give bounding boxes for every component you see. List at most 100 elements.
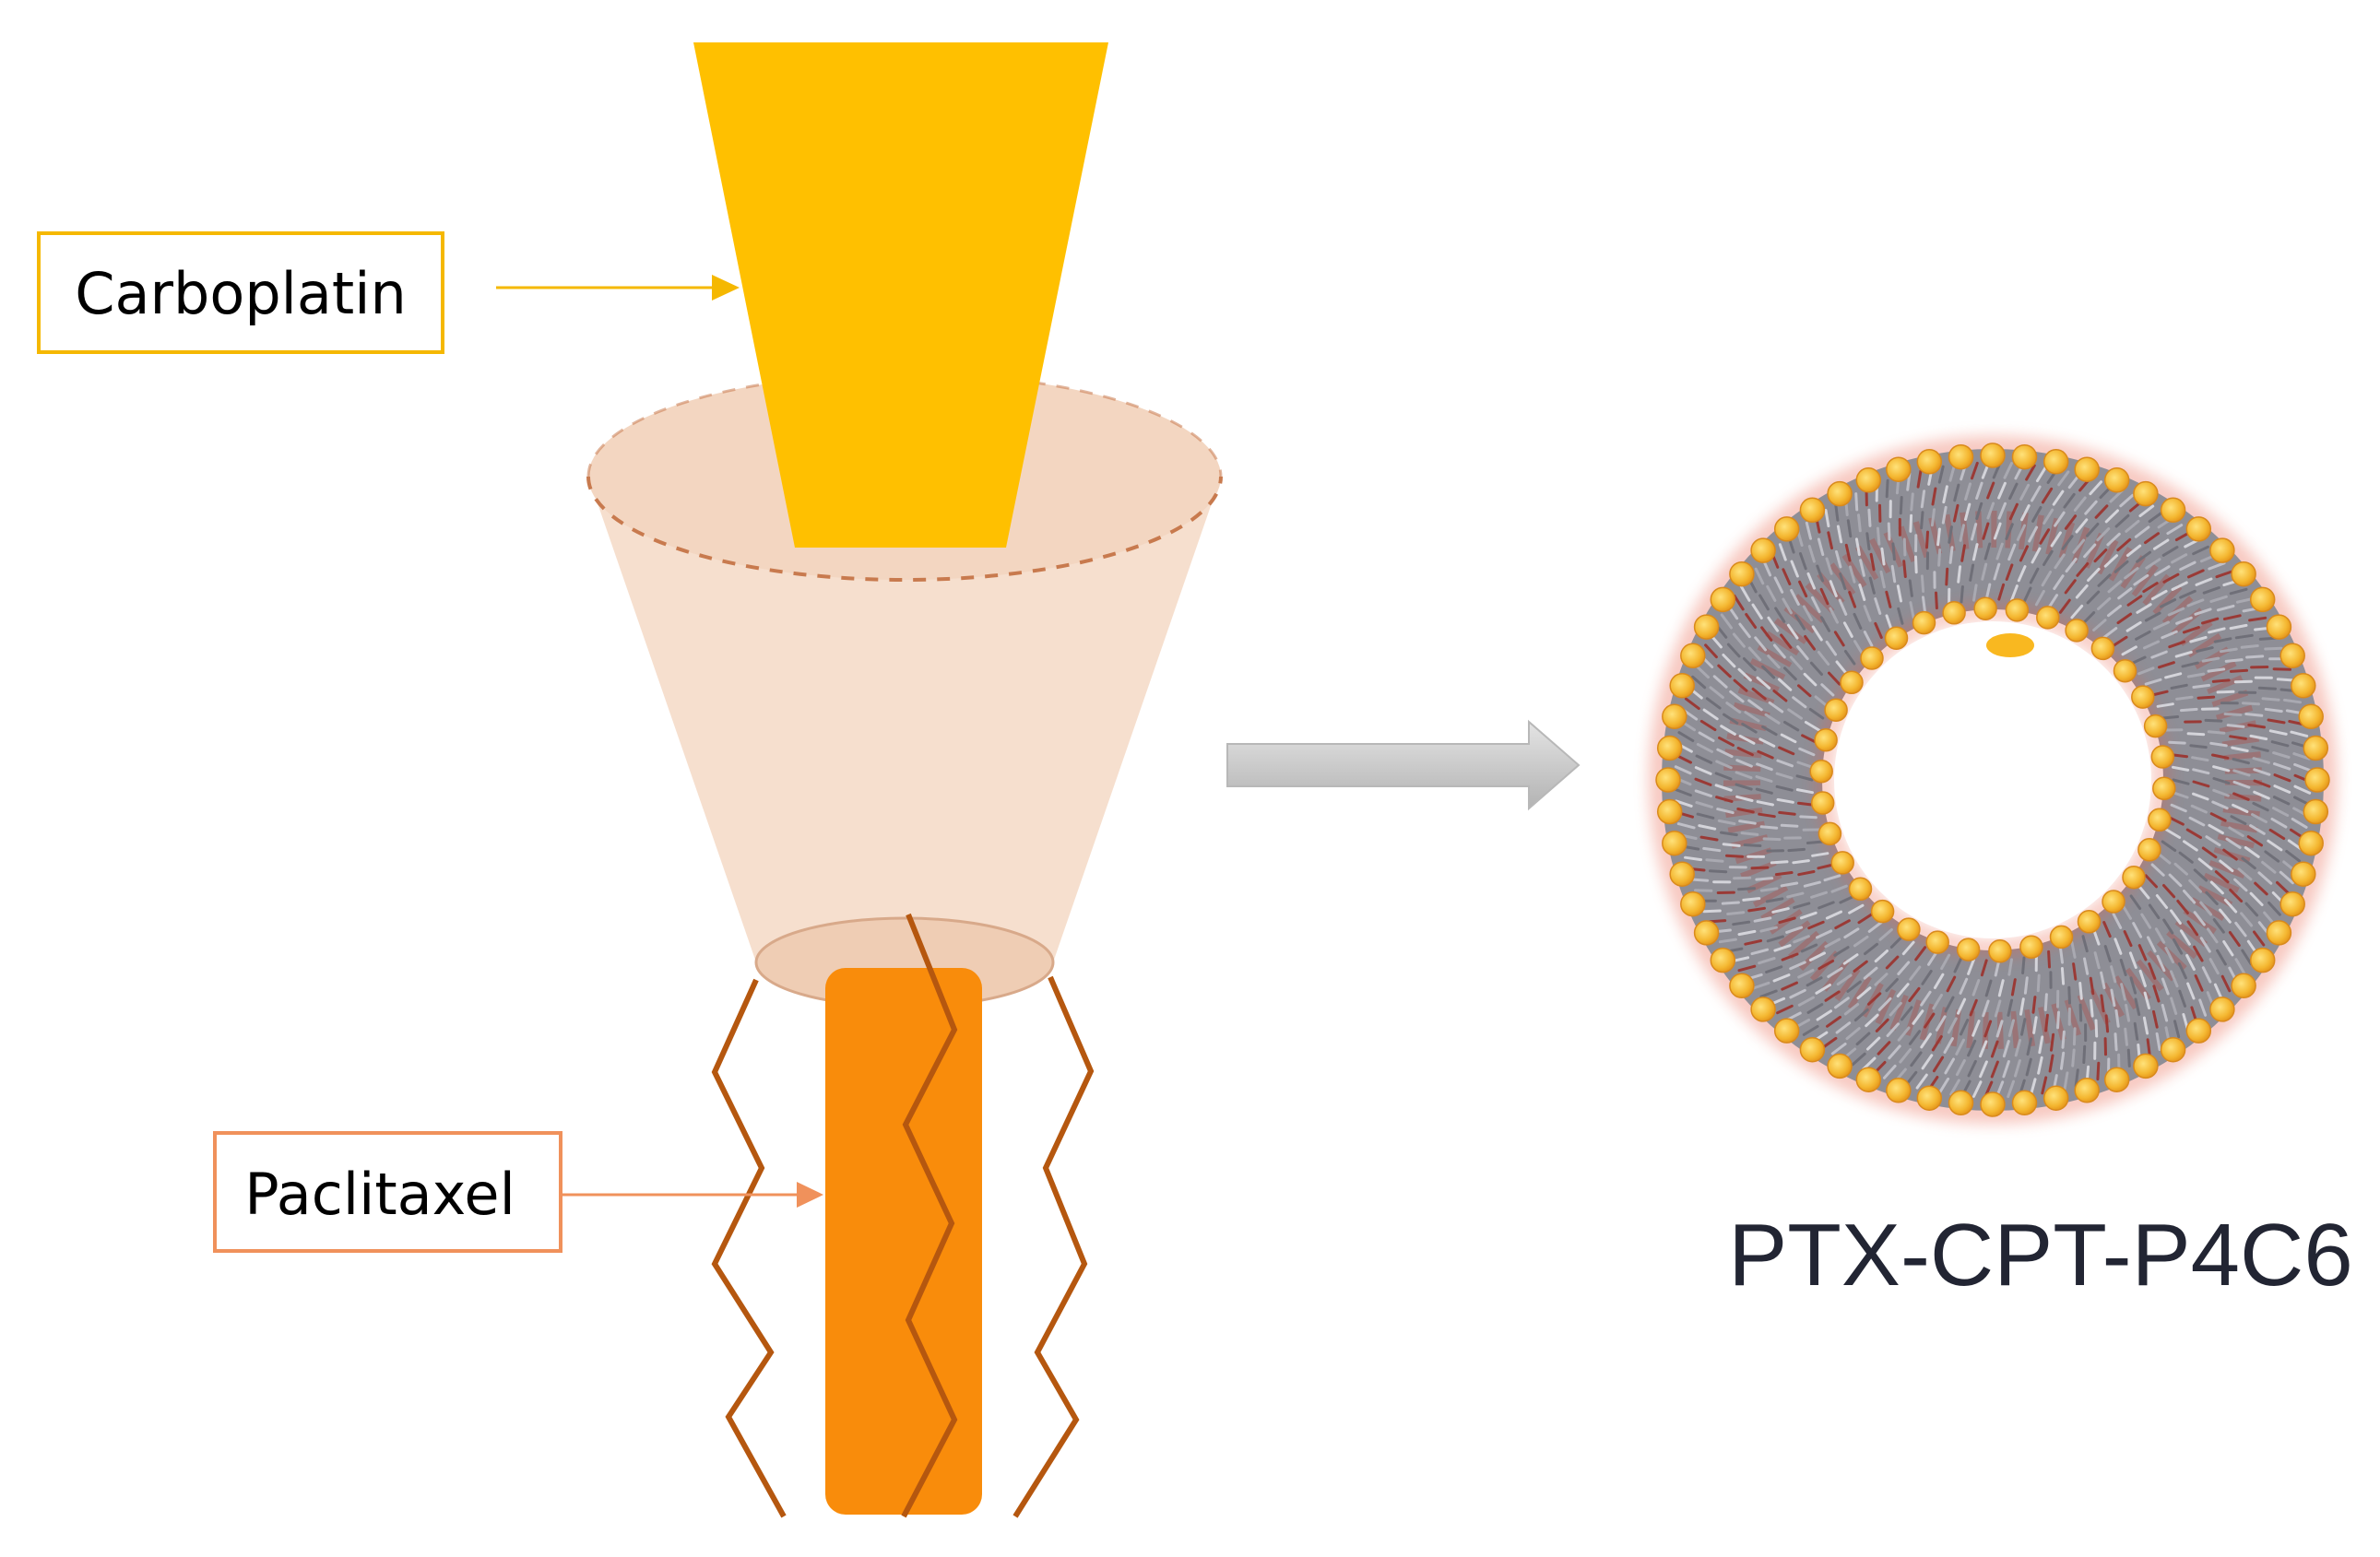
lipid-head-group — [2011, 1090, 2038, 1116]
lipid-tail — [2030, 1078, 2037, 1096]
lipid-tail — [2212, 918, 2225, 934]
lipid-tail — [1906, 472, 1912, 491]
lipid-tail — [2043, 549, 2054, 566]
lipid-tail — [2125, 620, 2142, 632]
lipid-tail — [2035, 466, 2047, 483]
lipid-tail — [2253, 779, 2271, 788]
lipid-tail — [2272, 796, 2291, 806]
lipid-tail — [1797, 996, 1815, 1007]
lipid-tail — [2107, 580, 2123, 594]
lipid-tail — [2173, 862, 2188, 876]
paclitaxel-rod — [825, 968, 982, 1515]
lipid-tail — [1835, 1021, 1852, 1034]
lipid-tail — [2168, 640, 2186, 649]
lipid-tail — [2161, 1003, 2169, 1022]
lipid-tail — [2089, 480, 2102, 496]
lipid-tail — [2208, 627, 2226, 634]
lipid-tail — [2293, 762, 2312, 772]
lipid-tail — [1802, 605, 1814, 622]
lipid-head-group — [2185, 1018, 2212, 1044]
lipid-tail — [2199, 901, 2213, 916]
lipid-tail — [1819, 616, 1831, 632]
lipid-tail — [2125, 519, 2140, 533]
lipid-tail — [1971, 979, 1981, 997]
lipid-tail — [1758, 812, 1776, 819]
lipid-tail — [1930, 508, 1936, 527]
lipid-tail — [2123, 930, 2133, 948]
lipid-tail — [1885, 478, 1889, 499]
lipid-tail — [1696, 812, 1715, 820]
lipid-tail — [1843, 650, 1856, 666]
lipid-tail — [1835, 660, 1848, 676]
lipid-tail — [1717, 664, 1732, 678]
lipid-tail — [1795, 788, 1814, 795]
lipid-tail — [1826, 1015, 1841, 1028]
lipid-tail — [2234, 958, 2246, 975]
lipid-tail — [1807, 920, 1825, 930]
lipid-head-group — [2036, 606, 2060, 630]
lipid-tail — [2166, 524, 2184, 536]
lipid-tail — [1799, 552, 1807, 571]
lipid-tail — [1767, 616, 1780, 632]
lipid-tail — [1720, 831, 1738, 837]
lipid-tail — [1834, 502, 1840, 522]
lipid-head-group — [1669, 673, 1695, 699]
lipid-tail — [2154, 927, 2166, 944]
lipid-head-group — [2148, 808, 2172, 832]
lipid-tail — [1714, 772, 1733, 781]
lipid-tail — [1737, 929, 1757, 937]
lipid-tail — [2031, 506, 2043, 523]
lipid-tail — [2178, 989, 2186, 1008]
lipid-tail — [1776, 797, 1794, 804]
lipid-tail — [2078, 1003, 2083, 1022]
lipid-tail — [2257, 871, 2273, 885]
lipid-head-group — [2133, 1053, 2159, 1079]
lipid-tail — [1940, 953, 1951, 971]
lipid-head-group — [2043, 1085, 2069, 1111]
lipid-tail — [1759, 825, 1779, 830]
lipid-tail — [2007, 1019, 2015, 1037]
lipid-tail — [2164, 828, 2182, 839]
lipid-tail — [2073, 496, 2087, 512]
lipid-tail — [1755, 877, 1774, 881]
lipid-tail — [1931, 1035, 1943, 1052]
lipid-tail — [1914, 555, 1918, 574]
lipid-tail — [1781, 952, 1799, 961]
lipid-head-group — [2065, 619, 2089, 643]
lipid-tail — [2119, 493, 2135, 508]
lipid-tail — [1835, 550, 1842, 569]
lipid-tail — [2276, 880, 2291, 895]
lipid-tail — [1967, 1059, 1977, 1078]
lipid-tail — [1782, 597, 1793, 615]
lipid-tail — [2162, 884, 2176, 899]
lipid-tail — [2100, 994, 2105, 1013]
lipid-tail — [2047, 950, 2051, 969]
lipid-head-group — [1729, 560, 1755, 587]
lipid-tail — [2039, 528, 2051, 545]
lipid-tail — [2232, 769, 2251, 777]
lipid-tail — [2233, 878, 2248, 892]
lipid-tail — [2072, 1027, 2077, 1046]
lipid-tail — [1821, 1036, 1838, 1049]
lipid-tail — [1753, 916, 1772, 923]
lipid-tail — [1776, 1004, 1794, 1015]
lipid-tail — [1732, 920, 1751, 926]
lipid-head-group — [1956, 938, 1981, 961]
lipid-head-group — [1693, 920, 1720, 946]
lipid-tail — [2048, 1054, 2054, 1073]
lipid-tail — [1964, 502, 1971, 521]
lipid-tail — [1990, 1040, 1999, 1058]
lipid-tail — [2093, 548, 2108, 563]
lipid-tail — [2065, 557, 2078, 573]
lipid-tail — [2043, 508, 2054, 525]
lipid-tail — [2102, 921, 2112, 938]
lipid-tail — [1742, 897, 1761, 902]
lipid-tail — [1766, 935, 1784, 943]
lipid-tail — [2209, 595, 2228, 603]
lipid-tail — [1975, 481, 1983, 500]
lipid-tail — [2179, 560, 2196, 572]
lipid-tail — [1754, 567, 1765, 585]
lipid-tail — [1807, 545, 1816, 563]
lipid-tail — [2138, 504, 2155, 518]
lipid-tail — [2241, 949, 2253, 966]
